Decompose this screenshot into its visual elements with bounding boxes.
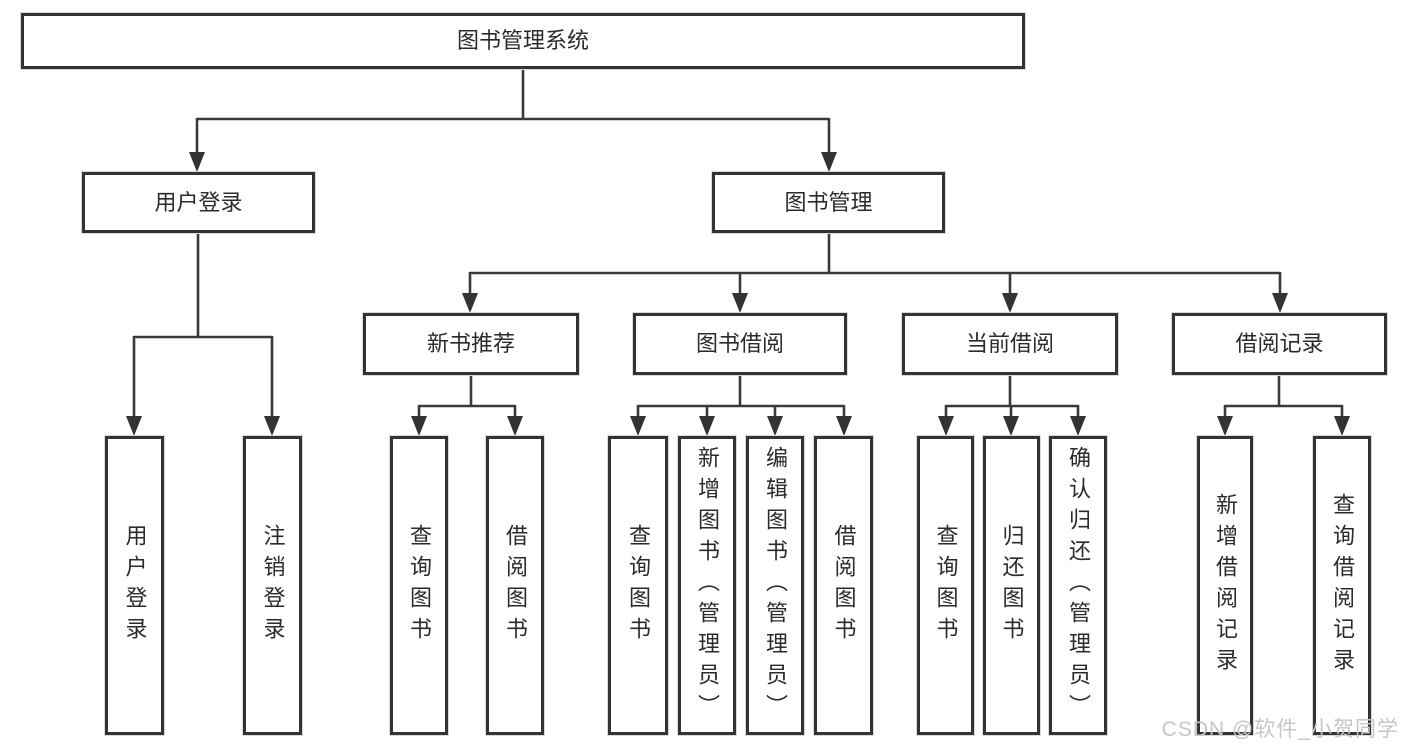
leaf-current-confirm-return-admin-label: 确认归还（管理员）: [1066, 446, 1091, 725]
leaf-current-return-books: 归还图书: [983, 436, 1040, 735]
leaf-recommend-borrow-books-label: 借阅图书: [503, 523, 528, 648]
leaf-borrow-edit-books-admin: 编辑图书（管理员）: [746, 436, 804, 735]
csdn-watermark: CSDN @软件_小贺同学: [1161, 718, 1399, 741]
edge-root-to-level2: [189, 68, 837, 172]
leaf-recommend-query-books: 查询图书: [390, 436, 448, 735]
node-book-borrow-label: 图书借阅: [695, 331, 784, 356]
node-book-borrow: 图书借阅: [633, 313, 847, 375]
leaf-borrow-add-books-admin-label: 新增图书（管理员）: [695, 446, 720, 725]
edge-current-borrow-to-leaves: [938, 375, 1086, 436]
leaf-current-query-books: 查询图书: [917, 436, 974, 735]
node-user-login: 用户登录: [82, 172, 315, 233]
edge-user-login-to-leaves: [126, 233, 280, 436]
leaf-borrow-edit-books-admin-label: 编辑图书（管理员）: [763, 446, 788, 725]
leaf-current-query-books-label: 查询图书: [933, 523, 959, 648]
leaf-records-add-record-label: 新增借阅记录: [1213, 492, 1238, 679]
node-user-login-label: 用户登录: [154, 189, 243, 215]
node-current-borrow: 当前借阅: [902, 313, 1118, 375]
leaf-records-query-record: 查询借阅记录: [1313, 436, 1371, 735]
leaf-borrow-add-books-admin: 新增图书（管理员）: [678, 436, 736, 735]
leaf-user-login-label: 用户登录: [122, 523, 148, 648]
leaf-borrow-query-books: 查询图书: [608, 436, 668, 735]
node-new-book-recommend-label: 新书推荐: [426, 331, 515, 356]
edge-new-book-recommend-to-leaves: [411, 375, 523, 436]
node-borrow-records: 借阅记录: [1172, 313, 1387, 375]
node-current-borrow-label: 当前借阅: [965, 331, 1054, 356]
leaf-recommend-query-books-label: 查询图书: [407, 523, 432, 648]
node-root: 图书管理系统: [21, 13, 1025, 69]
leaf-records-add-record: 新增借阅记录: [1197, 436, 1253, 735]
leaf-borrow-borrow-books: 借阅图书: [814, 436, 873, 735]
leaf-current-return-books-label: 归还图书: [999, 523, 1025, 648]
node-book-management: 图书管理: [712, 172, 945, 233]
node-book-management-label: 图书管理: [784, 189, 873, 215]
node-new-book-recommend: 新书推荐: [363, 313, 579, 375]
node-borrow-records-label: 借阅记录: [1235, 331, 1324, 356]
edge-book-borrow-to-leaves: [630, 375, 852, 436]
leaf-logout: 注销登录: [243, 436, 302, 735]
leaf-borrow-query-books-label: 查询图书: [626, 523, 651, 648]
leaf-user-login: 用户登录: [105, 436, 164, 735]
edge-borrow-records-to-leaves: [1217, 375, 1350, 436]
leaf-logout-label: 注销登录: [260, 523, 286, 648]
leaf-recommend-borrow-books: 借阅图书: [486, 436, 544, 735]
leaf-records-query-record-label: 查询借阅记录: [1330, 492, 1355, 679]
leaf-borrow-borrow-books-label: 借阅图书: [831, 523, 857, 648]
node-root-label: 图书管理系统: [456, 28, 589, 53]
leaf-current-confirm-return-admin: 确认归还（管理员）: [1049, 436, 1107, 735]
edge-book-management-to-level3: [462, 233, 1288, 313]
